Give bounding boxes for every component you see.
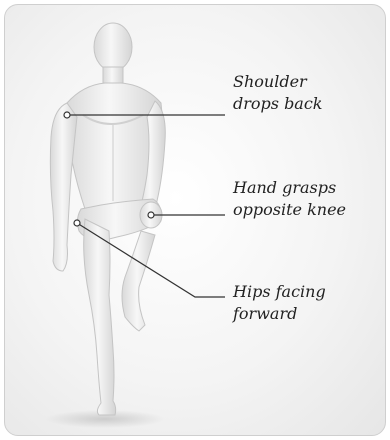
illustration-card: Shoulder drops back Hand grasps opposite…	[4, 4, 386, 436]
callout-hand: Hand grasps opposite knee	[233, 177, 346, 221]
left-side-arm	[50, 103, 77, 271]
callout-shoulder-line1: Shoulder	[233, 71, 323, 93]
callout-hips-line1: Hips facing	[233, 281, 326, 303]
callout-shoulder-line2: drops back	[233, 93, 323, 115]
callout-hand-line2: opposite knee	[233, 199, 346, 221]
lifted-shin	[122, 231, 155, 331]
callout-hips-line2: forward	[233, 303, 326, 325]
dot-hand	[148, 212, 154, 218]
dot-shoulder	[64, 112, 70, 118]
standing-leg	[84, 219, 116, 415]
callout-hand-line1: Hand grasps	[233, 177, 346, 199]
callout-hips: Hips facing forward	[233, 281, 326, 325]
callout-shoulder: Shoulder drops back	[233, 71, 323, 115]
dot-hips	[74, 220, 80, 226]
head	[94, 23, 132, 83]
